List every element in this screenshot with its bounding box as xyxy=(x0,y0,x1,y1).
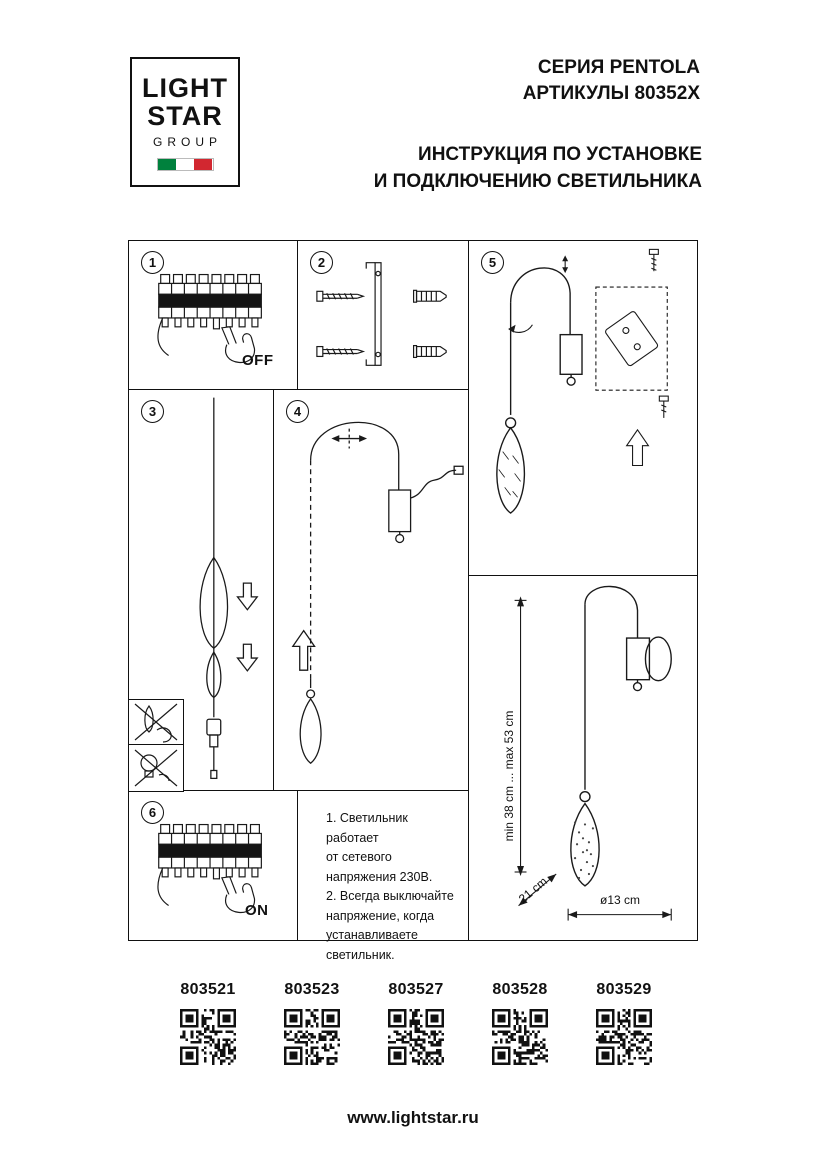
series-header: СЕРИЯ PENTOLA АРТИКУЛЫ 80352X xyxy=(523,55,700,107)
qr-code xyxy=(180,1009,236,1065)
article-item: 803527 xyxy=(368,981,464,1065)
instruction-title-line2: И ПОДКЛЮЧЕНИЮ СВЕТИЛЬНИКА xyxy=(373,171,702,192)
pendant-assembly-diagram xyxy=(199,397,259,780)
logo-text-group: GROUP xyxy=(152,134,222,149)
qr-code xyxy=(492,1009,548,1065)
article-code: 803523 xyxy=(284,981,340,998)
italian-flag-icon xyxy=(156,157,214,171)
dimensions-diagram xyxy=(514,585,672,921)
step-panel-6: 6 ON xyxy=(128,790,298,941)
no-touch-warning-2 xyxy=(128,744,184,792)
step-panel-3: 3 xyxy=(128,389,274,792)
no-touch-bulb-icon xyxy=(134,749,178,787)
breaker-off-label: OFF xyxy=(242,352,274,369)
notes-panel: 1. Светильник работает от сетевого напря… xyxy=(297,790,469,962)
instruction-title: ИНСТРУКЦИЯ ПО УСТАНОВКЕ И ПОДКЛЮЧЕНИЮ СВ… xyxy=(374,141,702,195)
article-item: 803521 xyxy=(160,981,256,1065)
article-code: 803528 xyxy=(492,981,548,998)
note-line-6: устанавливаете светильник. xyxy=(326,928,418,962)
step-panel-2: 2 xyxy=(297,240,469,390)
article-list: 803521 803523 803527 803528 803529 xyxy=(160,981,672,1065)
wall-lamp-mounting-diagram xyxy=(496,248,669,514)
note-line-5: напряжение, когда xyxy=(326,908,435,923)
step-number-3: 3 xyxy=(141,400,164,423)
logo-text-star: STAR xyxy=(147,100,223,131)
article-code: 803521 xyxy=(180,981,236,998)
cable-adjustment-diagram xyxy=(291,421,464,765)
step-number-6: 6 xyxy=(141,801,164,824)
qr-code xyxy=(284,1009,340,1065)
step-panel-4: 4 xyxy=(273,389,469,791)
screws-anchors-diagram xyxy=(316,262,447,366)
note-line-2: от сетевого xyxy=(326,850,392,864)
lightstar-logo: LIGHT STAR GROUP xyxy=(130,57,240,187)
logo-text-light: LIGHT xyxy=(142,72,228,103)
series-title: СЕРИЯ PENTOLA xyxy=(537,57,700,78)
step-panel-5: 5 xyxy=(468,240,698,576)
article-item: 803523 xyxy=(264,981,360,1065)
diameter-label: ø13 cm xyxy=(599,893,641,907)
no-touch-warning-1 xyxy=(128,699,184,745)
step-number-1: 1 xyxy=(141,251,164,274)
note-line-1: 1. Светильник работает xyxy=(326,811,408,845)
qr-code xyxy=(388,1009,444,1065)
instruction-title-line1: ИНСТРУКЦИЯ ПО УСТАНОВКЕ xyxy=(418,144,702,165)
no-touch-shade-icon xyxy=(134,703,178,743)
article-item: 803529 xyxy=(576,981,672,1065)
step-number-4: 4 xyxy=(286,400,309,423)
note-line-3: напряжения 230В. xyxy=(326,869,433,884)
qr-code xyxy=(596,1009,652,1065)
article-item: 803528 xyxy=(472,981,568,1065)
step-number-2: 2 xyxy=(310,251,333,274)
step-panel-1: 1 OFF xyxy=(128,240,298,390)
breaker-on-label: ON xyxy=(245,902,269,919)
breaker-on-diagram xyxy=(157,823,262,914)
website-link: www.lightstar.ru xyxy=(347,1108,479,1127)
article-code: 803527 xyxy=(388,981,444,998)
breaker-off-diagram xyxy=(157,273,262,364)
dimensions-panel: min 38 cm ... max 53 cm 21 cm ø13 cm xyxy=(468,575,698,941)
articles-title: АРТИКУЛЫ 80352X xyxy=(522,83,700,104)
step-number-5: 5 xyxy=(481,251,504,274)
article-code: 803529 xyxy=(596,981,652,998)
height-range-label: min 38 cm ... max 53 cm xyxy=(502,710,516,842)
note-line-4: 2. Всегда выключайте xyxy=(326,889,454,903)
